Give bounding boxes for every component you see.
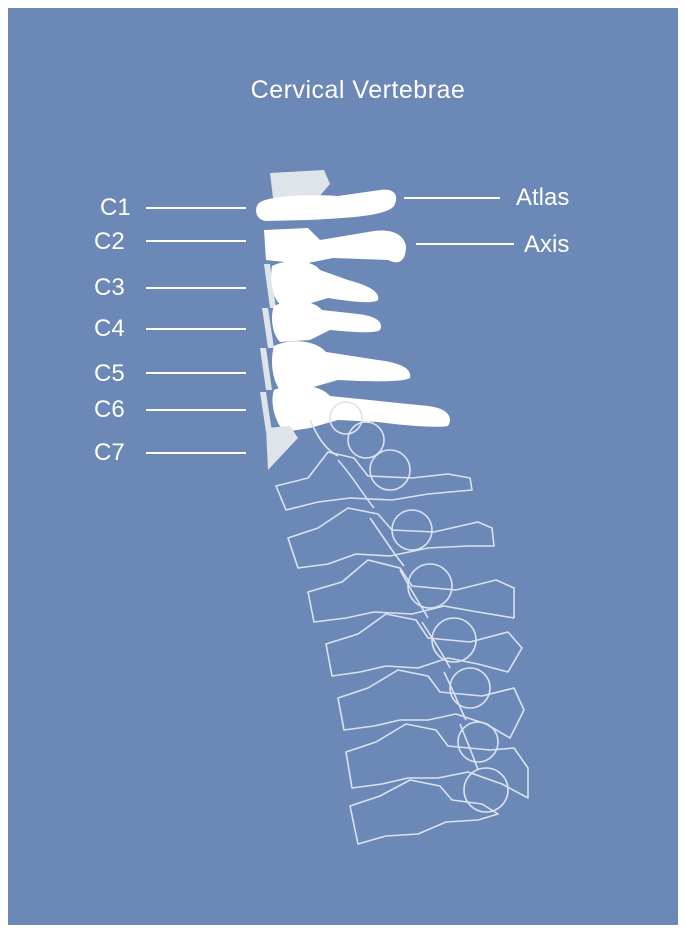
spine-illustration <box>8 8 678 925</box>
diagram-panel: Cervical Vertebrae <box>8 8 678 925</box>
leader-line-c4 <box>146 328 246 330</box>
leader-line-c7 <box>146 452 246 454</box>
label-atlas: Atlas <box>516 186 569 210</box>
leader-line-c1 <box>146 207 246 209</box>
vertebra-c5 <box>272 341 410 390</box>
leader-line-atlas <box>404 197 500 199</box>
vertebra-c4 <box>272 301 381 342</box>
label-c7: C7 <box>94 441 125 465</box>
label-c2: C2 <box>94 230 125 254</box>
label-c3: C3 <box>94 276 125 300</box>
leader-line-c3 <box>146 287 246 289</box>
vertebra-c5-shadow <box>260 348 272 390</box>
label-c4: C4 <box>94 317 125 341</box>
vertebra-c3-body <box>271 261 378 304</box>
vertebra-c2 <box>264 228 406 264</box>
cervical-vertebrae <box>256 170 450 470</box>
vertebra-c7 <box>266 426 298 470</box>
label-c5: C5 <box>94 362 125 386</box>
leader-line-c2 <box>146 240 246 242</box>
label-axis: Axis <box>524 233 569 257</box>
label-c1: C1 <box>100 196 131 220</box>
leader-line-c5 <box>146 372 246 374</box>
vertebra-c1 <box>270 170 330 198</box>
thoracic-vertebrae-outline <box>276 402 528 844</box>
leader-line-c6 <box>146 409 246 411</box>
label-c6: C6 <box>94 398 125 422</box>
leader-line-axis <box>416 243 514 245</box>
vertebra-c6-shadow <box>260 392 272 432</box>
